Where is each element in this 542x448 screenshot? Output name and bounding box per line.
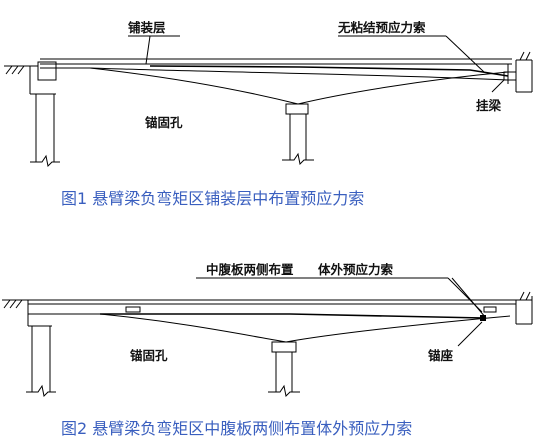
label-anchor-hole-1: 锚固孔 <box>145 115 183 130</box>
pier <box>282 103 314 166</box>
caption-figure-2: 图2 悬臂梁负弯矩区中腹板两侧布置体外预应力索 <box>61 419 412 438</box>
deck-anchor-left <box>125 306 141 313</box>
label-unbonded-tendon: 无粘结预应力索 <box>337 20 426 35</box>
ground-hatch-left-2 <box>2 299 28 309</box>
right-support-2 <box>515 291 533 325</box>
deck-anchor-right <box>483 306 497 313</box>
left-abutment <box>29 61 60 168</box>
caption-figure-1: 图1 悬臂梁负弯矩区铺装层中布置预应力索 <box>61 189 364 208</box>
beam-soffit-2 <box>99 313 511 343</box>
label-paving: 铺装层 <box>128 20 166 35</box>
label-external-tendon: 体外预应力索 <box>318 262 394 277</box>
pier-2 <box>268 341 300 398</box>
leaders-fig2 <box>196 277 487 347</box>
deck-lines-2 <box>28 299 516 315</box>
unbonded-tendon <box>149 65 509 77</box>
deck-lines <box>40 58 512 69</box>
figure-1-drawing <box>4 35 533 168</box>
leaders-fig1 <box>128 35 505 93</box>
ground-hatch-left <box>4 65 30 75</box>
label-web-sides: 中腹板两侧布置 <box>206 262 294 277</box>
label-anchor-seat: 锚座 <box>428 348 454 363</box>
label-suspended-beam: 挂梁 <box>476 98 502 113</box>
suspended-beam-support <box>503 51 533 93</box>
figure-2-drawing <box>2 277 533 398</box>
external-tendon <box>100 313 485 319</box>
label-anchor-hole-2: 锚固孔 <box>130 348 168 363</box>
